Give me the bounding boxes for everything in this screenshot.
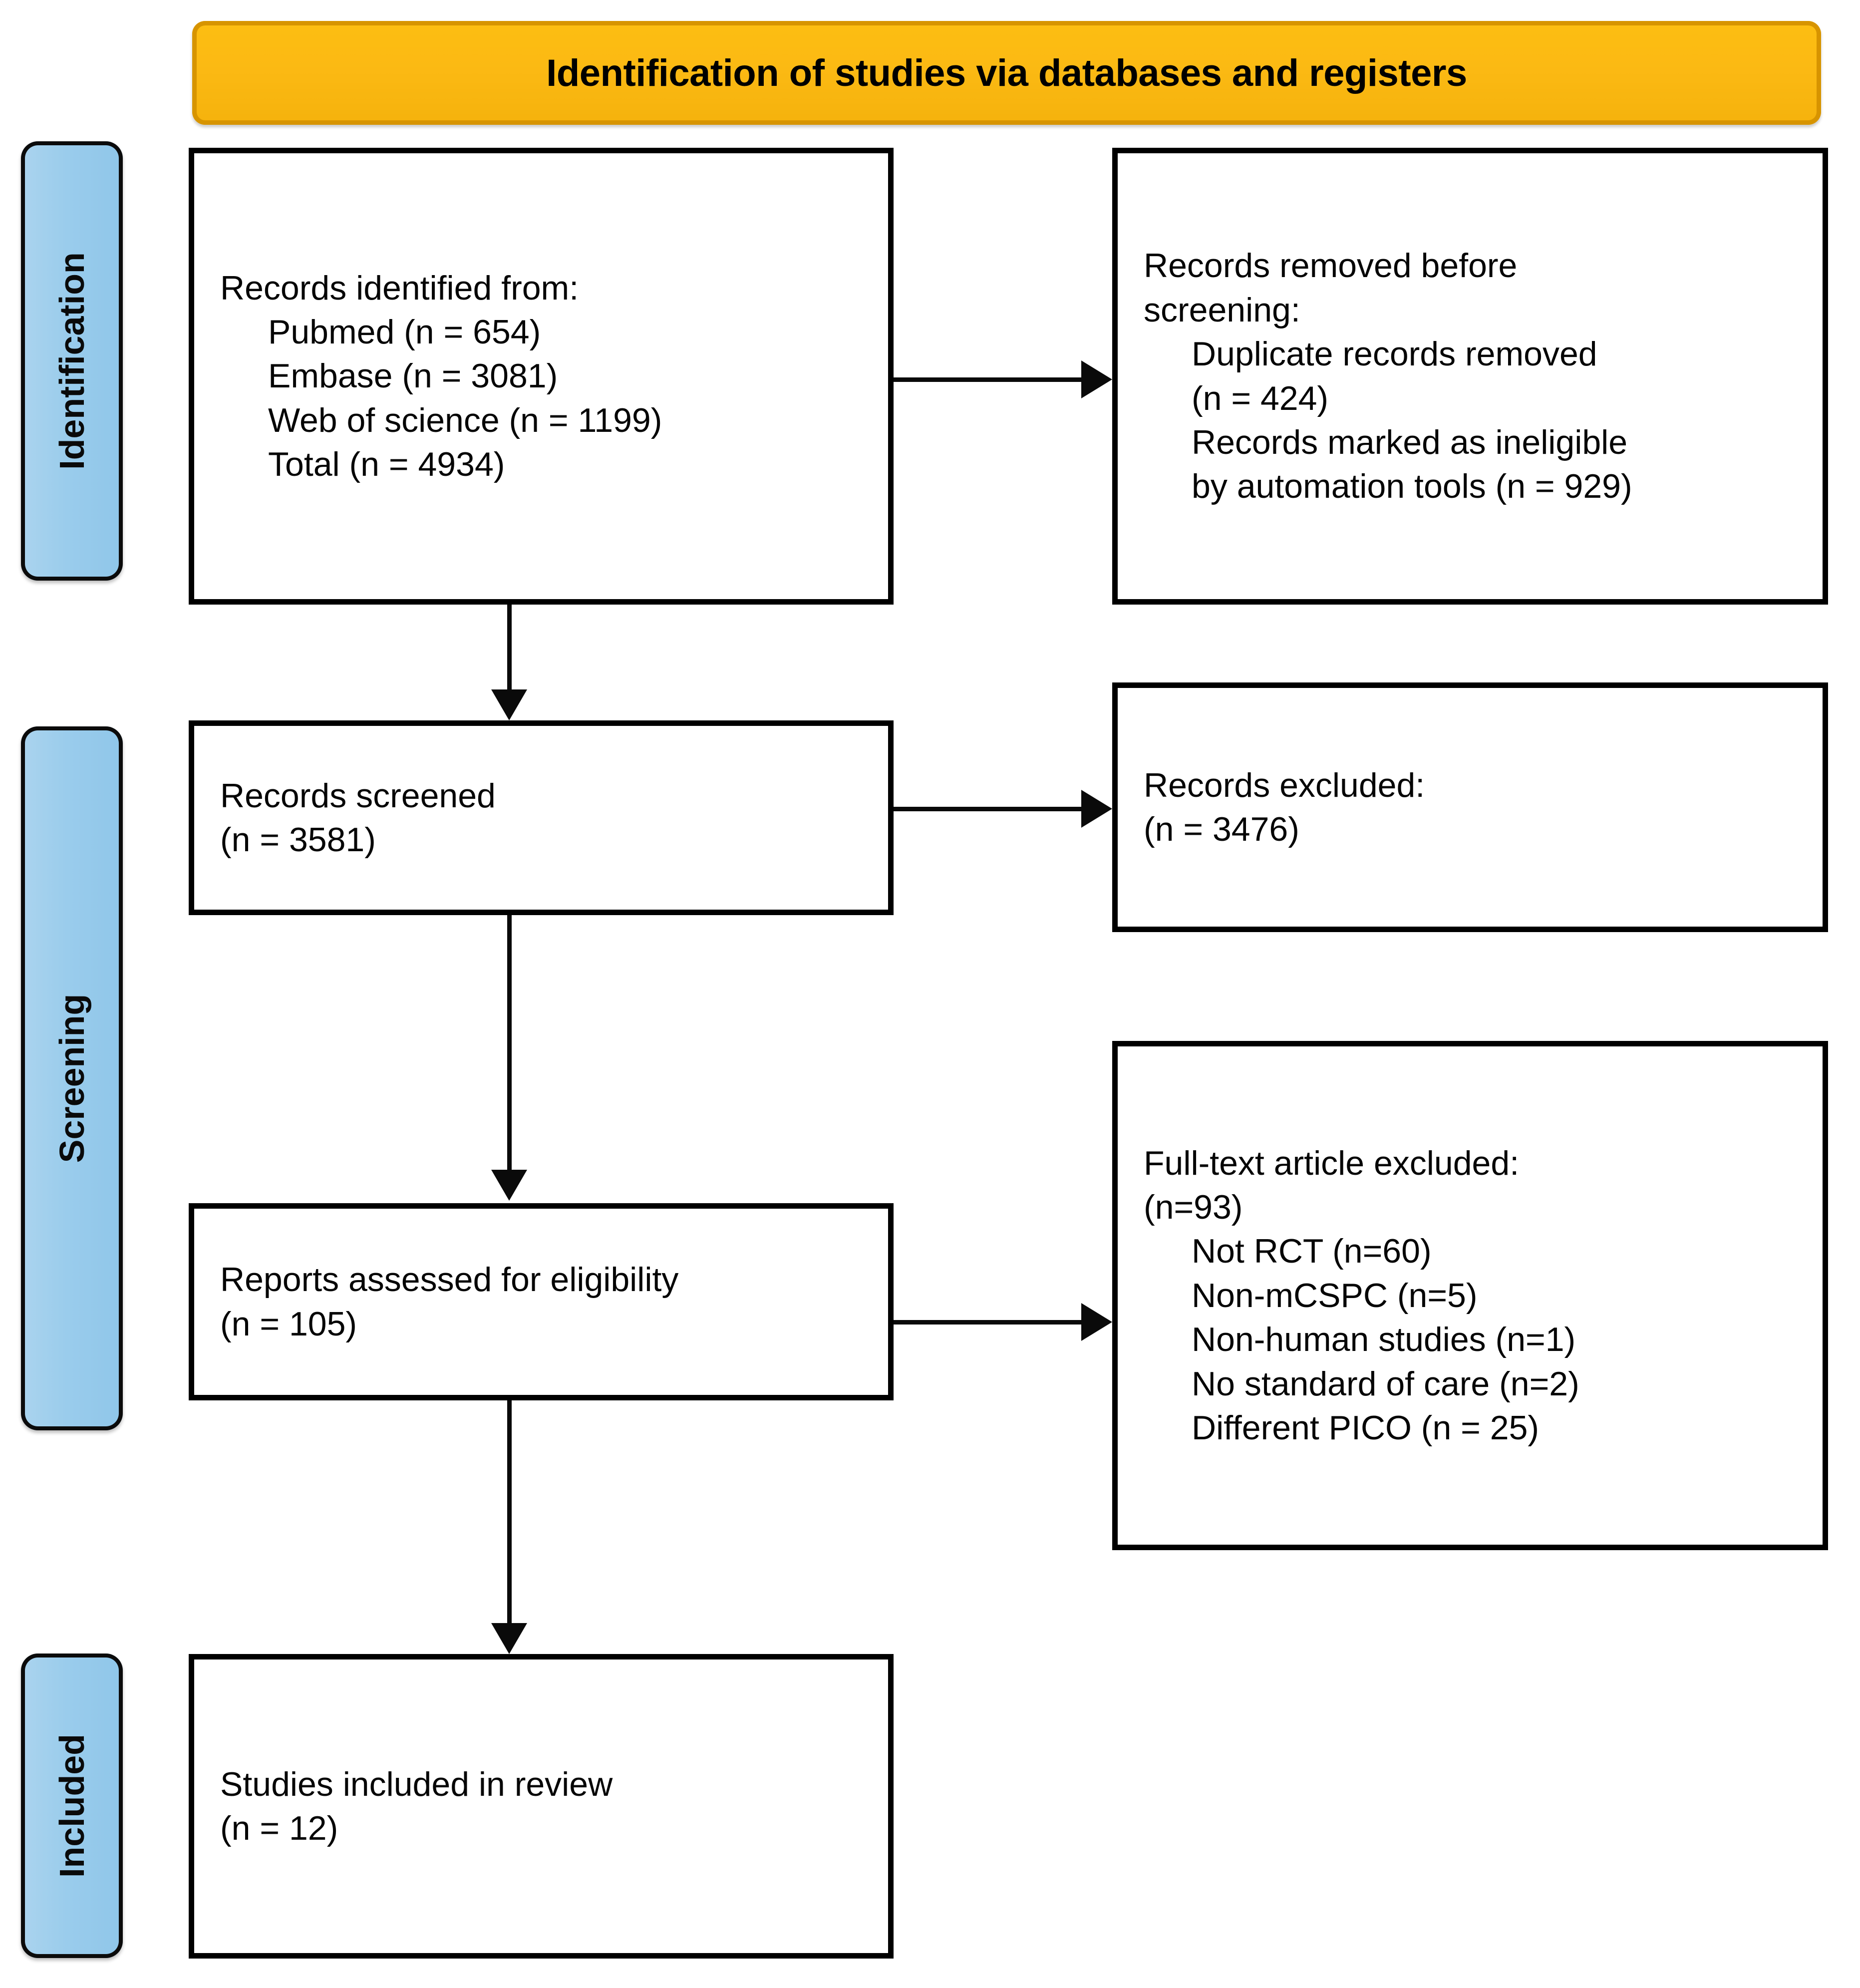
records-identified-line-4: Total (n = 4934) xyxy=(268,445,505,484)
connector-screened-to-excluded xyxy=(894,807,1081,811)
connector-assessed-to-fulltext-excluded xyxy=(894,1320,1081,1325)
records-screened-line-1: (n = 3581) xyxy=(220,821,376,859)
box-records-removed: Records removed before screening: Duplic… xyxy=(1112,148,1828,605)
identification-banner: Identification of studies via databases … xyxy=(192,21,1821,125)
reports-assessed-line-1: (n = 105) xyxy=(220,1305,357,1343)
phase-pill-identification: Identification xyxy=(21,141,123,581)
box-studies-included: Studies included in review (n = 12) xyxy=(189,1654,894,1959)
box-records-screened: Records screened (n = 3581) xyxy=(189,720,894,915)
records-removed-line-1: screening: xyxy=(1144,291,1300,329)
box-fulltext-excluded: Full-text article excluded: (n=93) Not R… xyxy=(1112,1041,1828,1550)
studies-included-line-0: Studies included in review xyxy=(220,1765,613,1803)
arrowhead-screened-to-excluded xyxy=(1081,790,1112,828)
connector-assessed-to-included xyxy=(507,1400,512,1624)
records-removed-line-4: Records marked as ineligible xyxy=(1192,423,1628,461)
connector-screened-to-assessed xyxy=(507,915,512,1171)
phase-pill-screening: Screening xyxy=(21,726,123,1430)
box-records-excluded: Records excluded: (n = 3476) xyxy=(1112,682,1828,932)
phase-label-included: Included xyxy=(52,1734,92,1878)
fulltext-excluded-line-5: No standard of care (n=2) xyxy=(1192,1364,1579,1403)
records-identified-line-3: Web of science (n = 1199) xyxy=(268,401,662,439)
box-records-identified: Records identified from: Pubmed (n = 654… xyxy=(189,148,894,605)
records-identified-line-1: Pubmed (n = 654) xyxy=(268,313,541,351)
reports-assessed-line-0: Reports assessed for eligibility xyxy=(220,1261,679,1299)
fulltext-excluded-line-2: Not RCT (n=60) xyxy=(1192,1232,1432,1271)
box-reports-assessed: Reports assessed for eligibility (n = 10… xyxy=(189,1203,894,1400)
studies-included-line-1: (n = 12) xyxy=(220,1809,338,1847)
records-removed-line-2: Duplicate records removed xyxy=(1192,335,1597,373)
fulltext-excluded-line-3: Non-mCSPC (n=5) xyxy=(1192,1276,1478,1315)
fulltext-excluded-line-0: Full-text article excluded: xyxy=(1144,1144,1520,1182)
fulltext-excluded-line-1: (n=93) xyxy=(1144,1188,1243,1227)
records-removed-line-0: Records removed before xyxy=(1144,247,1518,285)
records-excluded-line-0: Records excluded: xyxy=(1144,766,1425,804)
fulltext-excluded-line-4: Non-human studies (n=1) xyxy=(1192,1321,1576,1359)
arrowhead-identified-to-removed xyxy=(1081,360,1112,398)
phase-pill-included: Included xyxy=(21,1654,123,1958)
phase-label-identification: Identification xyxy=(52,252,91,470)
records-excluded-line-1: (n = 3476) xyxy=(1144,810,1299,848)
records-identified-line-2: Embase (n = 3081) xyxy=(268,357,558,395)
records-screened-line-0: Records screened xyxy=(220,776,496,815)
banner-label: Identification of studies via databases … xyxy=(546,51,1467,94)
records-identified-line-0: Records identified from: xyxy=(220,269,579,307)
arrowhead-assessed-to-fulltext-excluded xyxy=(1081,1303,1112,1341)
arrowhead-identified-to-screened xyxy=(491,689,527,720)
arrowhead-screened-to-assessed xyxy=(491,1170,527,1201)
records-removed-line-3: (n = 424) xyxy=(1192,379,1329,417)
fulltext-excluded-line-6: Different PICO (n = 25) xyxy=(1192,1408,1540,1447)
connector-identified-to-screened xyxy=(507,605,512,690)
records-removed-line-5: by automation tools (n = 929) xyxy=(1192,467,1632,506)
arrowhead-assessed-to-included xyxy=(491,1623,527,1654)
phase-label-screening: Screening xyxy=(52,994,92,1163)
connector-identified-to-removed xyxy=(894,377,1081,382)
